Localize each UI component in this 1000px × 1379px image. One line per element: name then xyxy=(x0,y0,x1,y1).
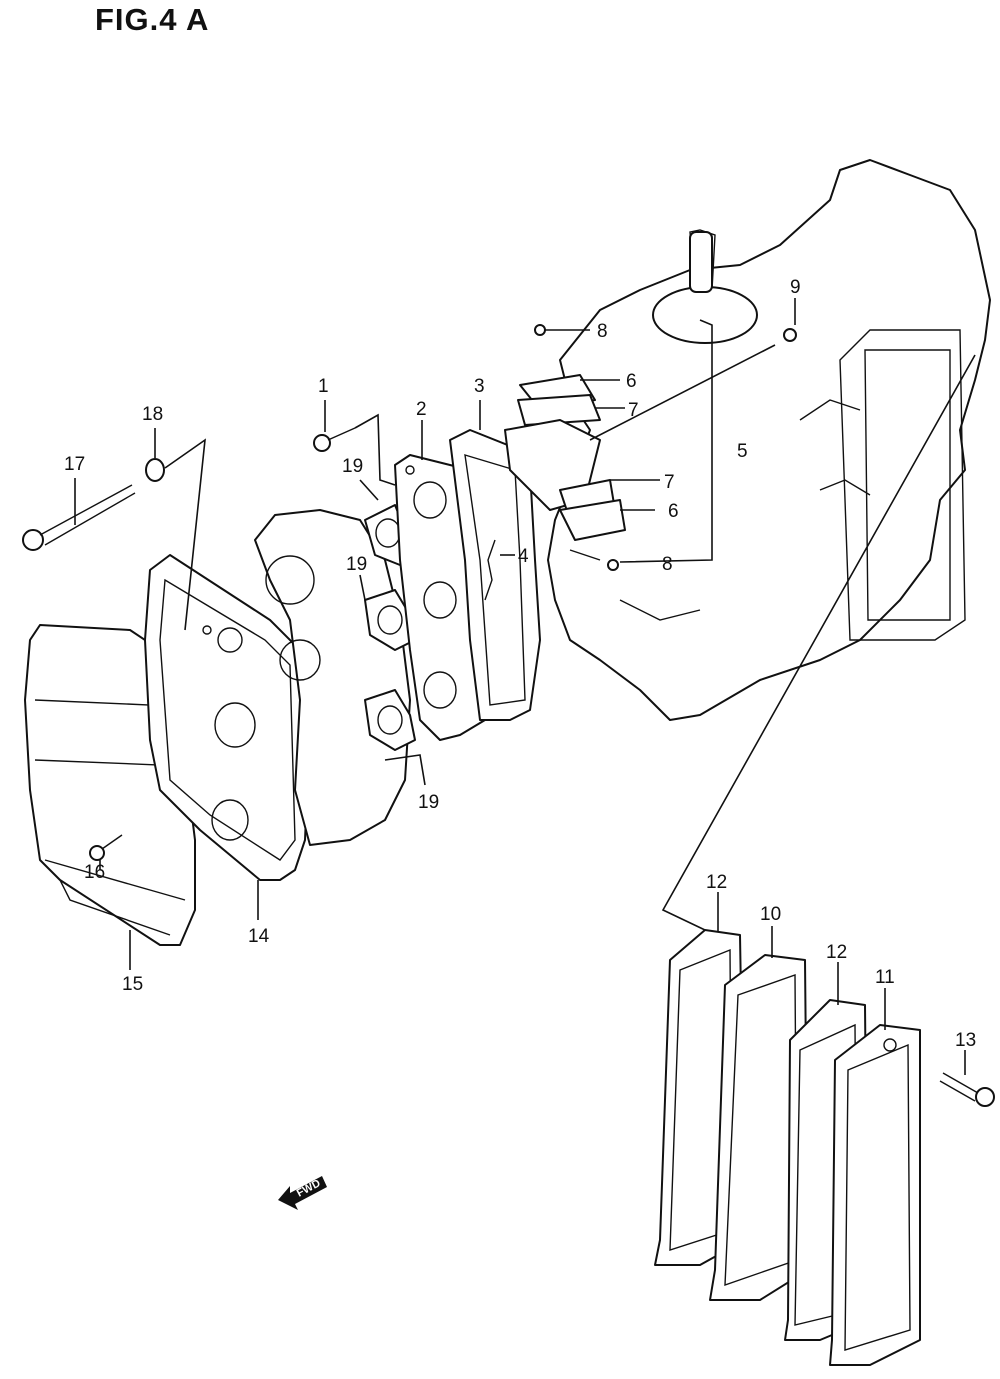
callout-9: 9 xyxy=(790,277,801,298)
callout-14: 14 xyxy=(248,926,270,947)
bolt-1 xyxy=(313,427,356,452)
washer-18 xyxy=(145,458,165,482)
callout-19-bottom: 19 xyxy=(418,792,439,813)
callout-15: 15 xyxy=(122,974,143,995)
callout-13: 13 xyxy=(955,1030,976,1051)
callout-19-middle: 19 xyxy=(346,554,367,575)
callout-17: 17 xyxy=(64,454,85,475)
callout-11: 11 xyxy=(875,967,895,988)
callout-12-right: 12 xyxy=(826,942,847,963)
engine-block xyxy=(547,159,991,721)
callout-1: 1 xyxy=(318,376,329,397)
callout-8-bottom: 8 xyxy=(662,554,673,575)
screw-8-top xyxy=(534,324,546,336)
callout-8-top: 8 xyxy=(597,321,608,342)
callout-7-bottom: 7 xyxy=(664,472,675,493)
intake-manifold-casting xyxy=(254,509,411,846)
leader-lines xyxy=(74,298,976,1075)
callout-12-left: 12 xyxy=(706,872,727,893)
part-6-7-reed-valves xyxy=(504,374,626,541)
callout-2: 2 xyxy=(416,399,427,420)
screw-9 xyxy=(783,328,797,342)
callout-6-bottom: 6 xyxy=(668,501,679,522)
bolt-16 xyxy=(89,834,123,861)
bolt-17 xyxy=(22,484,136,551)
callout-4: 4 xyxy=(518,546,529,567)
screw-8-bottom xyxy=(607,559,619,571)
part-4-hose xyxy=(484,539,496,601)
fwd-arrow-icon: FWD xyxy=(278,1176,327,1210)
figure-title: FIG.4 A xyxy=(95,2,210,37)
callout-19-top: 19 xyxy=(342,456,363,477)
bolt-13 xyxy=(939,1072,995,1107)
callout-10: 10 xyxy=(760,904,781,925)
callout-6-top: 6 xyxy=(626,371,637,392)
callout-5: 5 xyxy=(737,441,748,462)
part-14-plate xyxy=(144,554,326,881)
part-11-plate xyxy=(829,1024,921,1366)
callout-7-top: 7 xyxy=(628,400,639,421)
callout-18: 18 xyxy=(142,404,163,425)
callout-16: 16 xyxy=(84,862,105,883)
callouts: 1 2 3 4 5 6 6 7 7 8 8 9 10 11 12 12 13 1… xyxy=(64,277,976,1051)
callout-3: 3 xyxy=(474,376,485,397)
